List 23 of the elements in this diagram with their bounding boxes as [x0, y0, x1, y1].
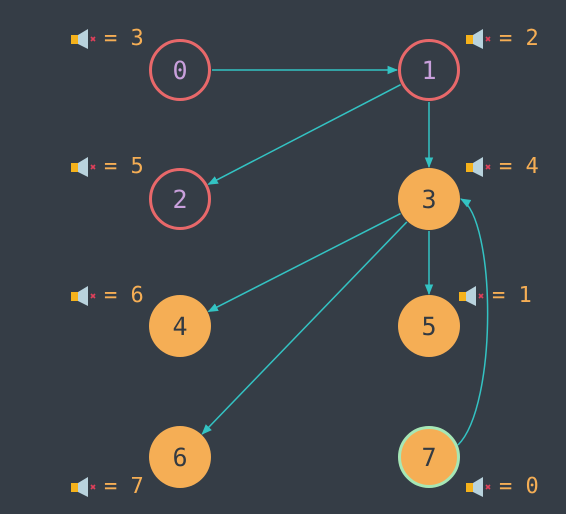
in-degree-label: = 0: [499, 474, 539, 499]
in-degree-label: = 1: [492, 283, 532, 308]
arrow: [424, 102, 434, 168]
arrow: [457, 198, 488, 446]
vertex-circle: 5: [398, 295, 460, 357]
vertex-circle: 7: [398, 426, 460, 488]
in-degree-label: = 4: [499, 154, 539, 179]
in-degree-label: = 7: [104, 474, 144, 499]
arrow: [424, 231, 434, 296]
in-degree-label: = 3: [104, 26, 144, 51]
arrow: [207, 84, 401, 185]
vertex-circle: 2: [149, 168, 211, 230]
vertex-circle: 3: [398, 168, 460, 230]
in-degree-label: = 5: [104, 154, 144, 179]
in-degree-label: = 6: [104, 283, 144, 308]
in-degree-label: = 2: [499, 26, 539, 51]
vertex-circle: 0: [149, 39, 211, 101]
vertex-circle: 6: [149, 426, 211, 488]
arrow: [212, 66, 398, 74]
arrow: [202, 222, 408, 435]
arrow: [208, 212, 401, 312]
vertex-circle: 1: [398, 39, 460, 101]
vertex-circle: 4: [149, 295, 211, 357]
